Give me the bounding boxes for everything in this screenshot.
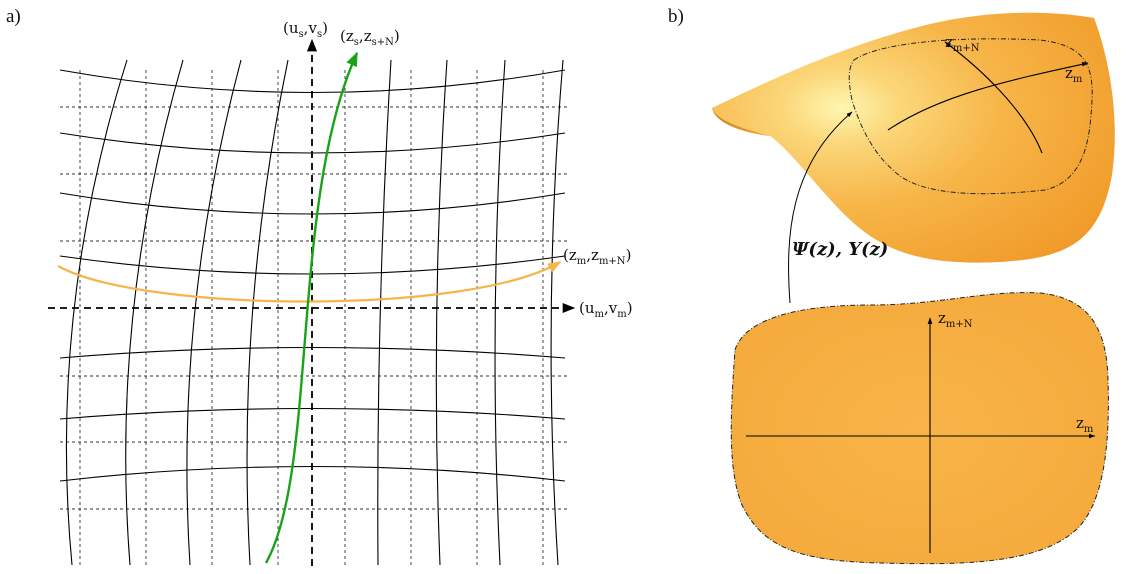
mapping-arrow — [788, 111, 853, 304]
horizontal-axis-label: (um,vm) — [579, 299, 633, 320]
surface-axis-2-label: zm — [1065, 64, 1083, 85]
surface-axis-1-label: zm+N — [945, 33, 980, 54]
panel-a-label: a) — [6, 6, 21, 27]
green-curve-label: (zs,zs+N) — [340, 27, 400, 48]
parameter-domain: zm+N zm — [730, 292, 1109, 565]
vertical-axis-label: (us,vs) — [283, 19, 328, 40]
curvilinear-vertical-lines — [65, 59, 564, 566]
surface-axis-curve-m-plus-n — [944, 41, 1043, 154]
mapping-label: Ψ(z), Υ(z) — [792, 239, 888, 260]
domain-shape — [730, 292, 1109, 565]
panel-b: b) zm+N zm Ψ(z), Υ(z) zm+N zm — [668, 6, 1115, 565]
curved-surface: zm+N zm — [712, 12, 1115, 263]
surface-lip — [712, 108, 770, 136]
orange-coordinate-curve — [57, 261, 562, 303]
domain-horizontal-axis-label: zm — [1076, 414, 1094, 435]
orange-curve-label: (zm,zm+N) — [563, 246, 631, 267]
panel-a: a) — [6, 6, 633, 568]
surface-curve-patch — [848, 38, 1093, 195]
panel-b-label: b) — [668, 6, 684, 27]
dashed-grid — [60, 70, 570, 568]
domain-vertical-axis-label: zm+N — [938, 309, 973, 330]
surface-body — [712, 12, 1115, 263]
green-coordinate-curve — [264, 51, 359, 564]
surface-axis-curve-m — [887, 62, 1089, 131]
